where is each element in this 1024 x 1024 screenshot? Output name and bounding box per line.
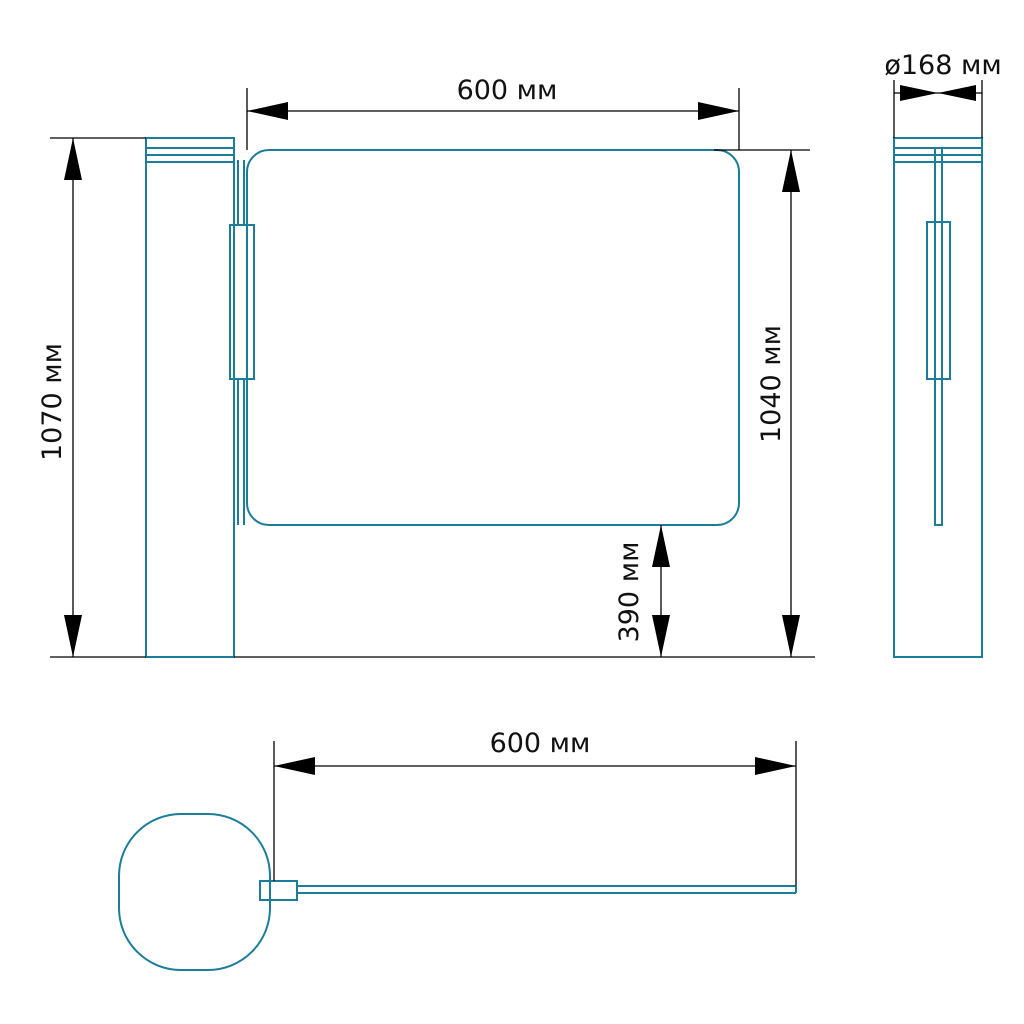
post-height-dimension: 1070 мм [37, 137, 146, 658]
side-door-edge [926, 147, 951, 526]
top-post [118, 813, 271, 971]
side-view: ø168 мм [884, 50, 1002, 658]
diameter-label: ø168 мм [884, 50, 1001, 81]
post-height-label: 1070 мм [37, 343, 68, 461]
side-post [893, 137, 983, 658]
front-width-dimension: 600 мм [246, 75, 740, 150]
hinge [229, 160, 255, 525]
top-door [259, 880, 797, 901]
top-width-dimension: 600 мм [273, 728, 797, 886]
door-height-label: 1040 мм [756, 325, 787, 443]
front-view: 600 мм 1070 мм 1040 мм 390 мм [37, 75, 815, 658]
diameter-dimension: ø168 мм [884, 50, 1002, 138]
door-height-dimension: 1040 мм [714, 149, 815, 658]
front-width-label: 600 мм [457, 75, 558, 106]
post [145, 137, 235, 658]
clearance-dimension: 390 мм [234, 525, 739, 658]
clearance-label: 390 мм [614, 542, 645, 643]
top-view: 600 мм [118, 728, 797, 971]
top-width-label: 600 мм [490, 728, 591, 759]
door-panel [246, 149, 740, 526]
